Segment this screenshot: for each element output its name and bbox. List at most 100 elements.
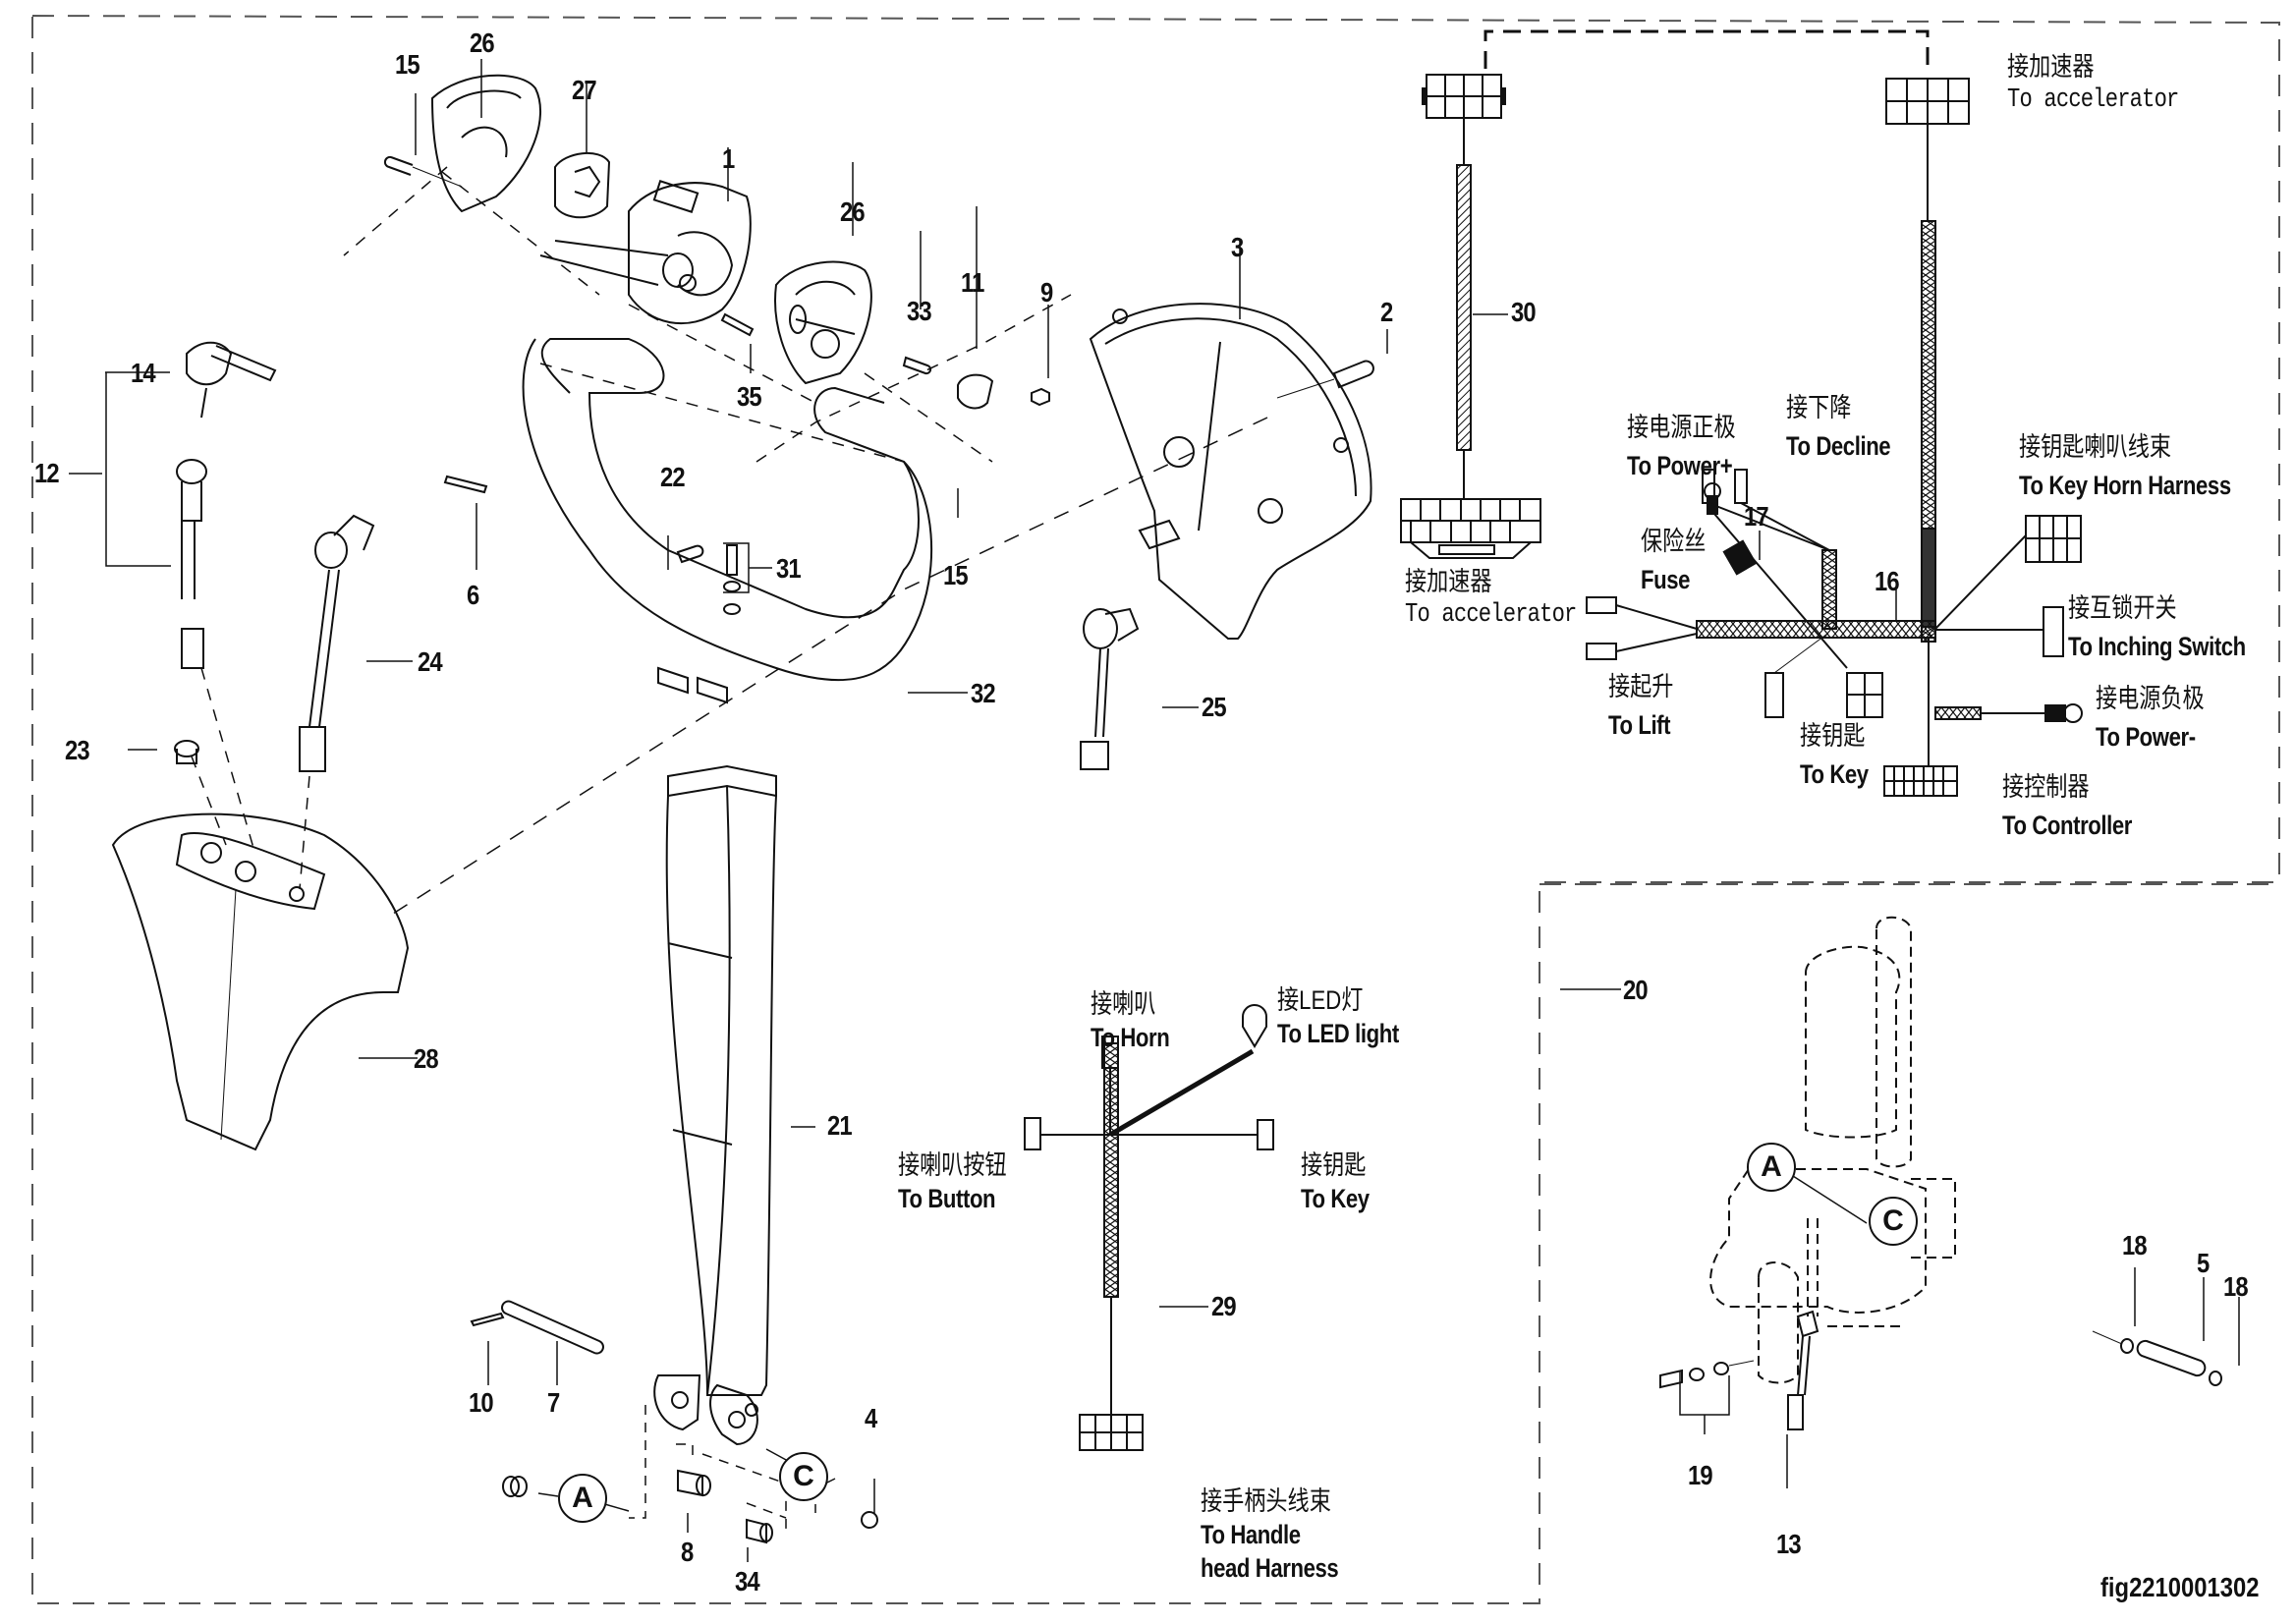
harness-16 [1586,220,2083,797]
part-28-front-cover [111,667,410,1151]
callout-5: 5 [2197,1248,2210,1278]
callout-14: 14 [131,358,156,388]
callout-9: 9 [1040,277,1053,308]
figure-id: fig2210001302 [2100,1572,2260,1602]
label-en: To Horn [1091,1022,1170,1052]
label-cn: 接加速器 [1405,567,1492,596]
callout-18: 18 [2122,1230,2148,1260]
label-en: To Lift [1608,710,1671,741]
label-en: To Key Horn Harness [2019,471,2231,501]
callout-28: 28 [414,1043,439,1074]
callout-11: 11 [961,267,984,298]
connector-label-led-light: 接LED灯 To LED light [1277,984,1399,1051]
callout-29: 29 [1211,1291,1237,1321]
part-6-pin [443,475,488,494]
label-en-line1: To Handle [1201,1519,1301,1549]
callout-24: 24 [418,646,443,677]
label-cn: 接加速器 [2007,52,2095,82]
part-24-switch [299,514,375,772]
connector-label-decline: 接下降 To Decline [1786,389,1891,466]
callout-21: 21 [827,1110,853,1141]
label-en: To Power- [2096,722,2196,753]
connector-label-power-plus: 接电源正极 To Power+ [1627,409,1736,485]
pump-fasteners [1659,1310,2222,1430]
label-cn: 接喇叭 [1091,989,1156,1019]
part-2-bolt [1276,360,1374,399]
callout-16: 16 [1875,566,1900,596]
label-cn: 接手柄头线束 [1201,1486,1331,1516]
callout-12: 12 [34,458,60,488]
label-cn: 接喇叭按钮 [898,1150,1007,1180]
callout-23: 23 [65,735,90,765]
connector-label-key-horn-harness: 接钥匙喇叭线束 To Key Horn Harness [2019,428,2231,505]
callout-25: 25 [1202,692,1227,722]
label-cn: 接起升 [1608,672,1674,701]
callout-4: 4 [865,1403,877,1433]
label-cn: 接钥匙喇叭线束 [2019,432,2171,462]
label-en: To Power+ [1627,451,1733,481]
label-en: To Inching Switch [2068,632,2246,662]
callout-7: 7 [547,1387,560,1418]
label-en: To LED light [1277,1018,1399,1048]
callout-2: 2 [1380,297,1393,327]
callout-19: 19 [1688,1460,1713,1490]
handle-head-exploded [343,74,1072,463]
callout-13: 13 [1776,1529,1802,1559]
part-3-side-cover [1089,303,1372,640]
part-20-pump-unit [1709,916,1956,1384]
accelerator-connector-bottom [1400,498,1541,559]
label-en-line2: head Harness [1201,1552,1339,1583]
connector-label-fuse: 保险丝 Fuse [1641,523,1706,599]
connector-label-lift: 接起升 To Lift [1608,668,1673,745]
callout-17: 17 [1744,501,1769,532]
harness-30 [1400,29,1970,559]
main-dashed-frame [31,14,2280,1604]
callout-18: 18 [2223,1271,2249,1302]
callout-31: 31 [776,553,802,584]
callout-15: 15 [943,560,969,590]
label-en: Fuse [1641,565,1691,595]
harness-29 [1024,1004,1274,1451]
assembly-dashed-line-3 [392,417,1268,915]
connector-label-accelerator-bottom: 接加速器 To accelerator [1405,566,1577,633]
reference-marker-a: A [1747,1143,1796,1192]
connector-label-inching-switch: 接互锁开关 To Inching Switch [2068,589,2246,666]
part-7-pin [470,1300,604,1355]
callout-6: 6 [467,580,479,610]
connector-label-horn: 接喇叭 To Horn [1091,988,1170,1055]
label-cn: 接互锁开关 [2068,593,2177,623]
callout-20: 20 [1623,975,1649,1005]
label-cn: 接控制器 [2002,772,2090,802]
part-21-tiller-tube [653,764,777,1446]
label-cn: 接LED灯 [1277,985,1364,1015]
callout-3: 3 [1231,232,1244,262]
callout-33: 33 [907,296,932,326]
callout-26: 26 [470,28,495,58]
callout-32: 32 [971,678,996,708]
label-cn: 接下降 [1786,393,1852,422]
callout-15: 15 [395,49,420,80]
callout-27: 27 [572,75,597,105]
callout-10: 10 [469,1387,494,1418]
part-25-sensor [1080,607,1140,770]
label-cn: 接电源正极 [1627,413,1736,442]
label-cn: 接电源负极 [2096,684,2205,713]
label-en: To Decline [1786,431,1891,462]
connector-label-accelerator-top: 接加速器 To accelerator [2007,51,2179,118]
reference-marker-c: C [1869,1197,1918,1246]
label-en: To Key [1301,1183,1370,1213]
connector-label-controller: 接控制器 To Controller [2002,768,2132,845]
callout-1: 1 [722,143,735,174]
callout-8: 8 [681,1537,694,1567]
label-cn: 保险丝 [1641,527,1707,556]
callout-35: 35 [737,381,762,412]
label-en: To accelerator [1405,599,1577,630]
connector-label-button: 接喇叭按钮 To Button [898,1149,1007,1216]
label-en: To Controller [2002,811,2133,841]
label-en: To accelerator [2007,84,2179,115]
part-23-button [174,740,199,764]
label-en: To Key [1800,759,1869,790]
connector-label-handle-head-harness: 接手柄头线束 To Handle head Harness [1201,1485,1339,1585]
label-cn: 接钥匙 [1800,721,1866,751]
